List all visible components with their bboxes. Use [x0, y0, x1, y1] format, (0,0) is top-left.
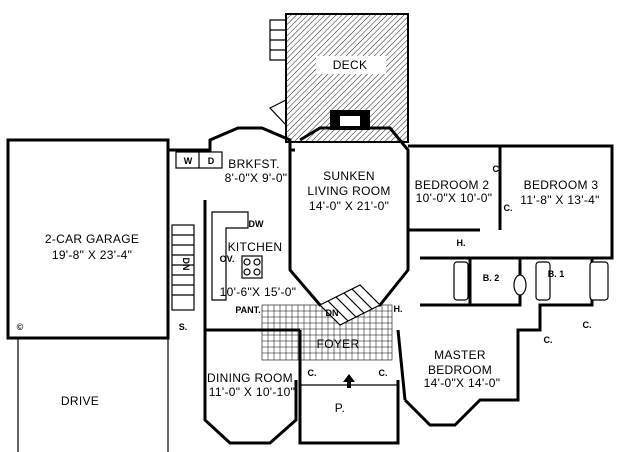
deck-label-bg [316, 56, 386, 74]
kitchen-counters [211, 211, 263, 301]
oven-label: OV. [220, 254, 235, 264]
storage-label: S. [179, 322, 188, 332]
drive-lines [17, 338, 169, 452]
drive-label: DRIVE [61, 394, 99, 408]
bedroom3-size: 11'-8" X 13'-4" [520, 193, 599, 207]
dining-label: DINING ROOM [207, 371, 293, 385]
bedroom2-size: 10'-0"X 10'-0" [416, 191, 493, 205]
bedroom3-label: BEDROOM 3 [524, 178, 599, 192]
garage-size: 19'-8" X 23'-4" [52, 248, 132, 262]
dryer-label: D [208, 156, 215, 166]
pantry-label: PANT. [235, 305, 260, 315]
master-label-2: BEDROOM [428, 363, 492, 377]
closet-label-4: C. [544, 335, 553, 345]
living-label-2: LIVING ROOM [307, 184, 390, 198]
master-label-1: MASTER [434, 348, 486, 362]
kitchen-size: 10'-6"X 15'-0" [220, 285, 297, 299]
porch-label: P. [335, 401, 345, 415]
kitchen-label: KITCHEN [228, 240, 283, 254]
bath1-label: B. 1 [548, 269, 565, 279]
entry-arrow-icon [343, 374, 355, 388]
closet-label-6: C. [379, 368, 388, 378]
dishwasher-label: DW [249, 219, 264, 229]
dining-size: 11'-0" X 10'-10" [209, 385, 295, 399]
deck-label: DECK [333, 58, 368, 72]
closet-label-3: C. [583, 320, 592, 330]
closet-label-2: C. [504, 203, 513, 213]
brkfst-label: BRKFST. [228, 157, 279, 171]
brkfst-size: 8'-0"X 9'-0" [225, 171, 288, 185]
closet-label-1: C. [493, 164, 502, 174]
garage-stairs [171, 224, 195, 311]
closet-label-5: C. [308, 368, 317, 378]
hall-label-2: H. [394, 304, 403, 314]
foyer-stair-dn-label: DN [326, 308, 339, 318]
walls [6, 126, 614, 445]
living-label-1: SUNKEN [323, 169, 375, 183]
living-size: 14'-0" X 21'-0" [309, 199, 389, 213]
foyer-label: FOYER [317, 337, 360, 351]
washer-label: W [184, 156, 193, 166]
bedroom2-label: BEDROOM 2 [415, 178, 490, 192]
laundry [175, 151, 223, 169]
hall-label-1: H. [457, 238, 466, 248]
garage-symbol-icon: © [17, 322, 24, 332]
garage-label: 2-CAR GARAGE [45, 232, 139, 246]
garage-stair-dn-label: DN [181, 258, 191, 271]
foyer-stairs [318, 284, 382, 326]
bath2-label: B. 2 [483, 273, 500, 283]
master-size: 14'-0"X 14'-0" [424, 376, 501, 390]
bath-fixtures [453, 261, 609, 301]
